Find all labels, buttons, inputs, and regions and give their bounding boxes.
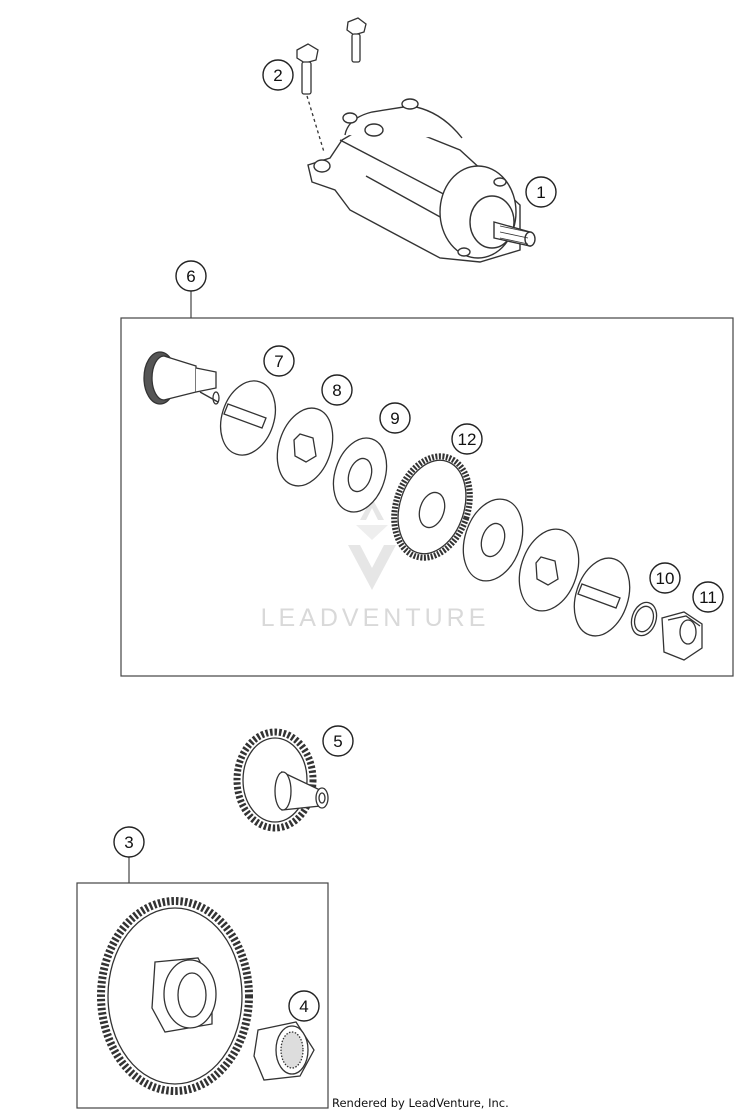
part-8-washer <box>276 407 334 487</box>
part-washer-right-1 <box>462 498 524 582</box>
part-7-washer <box>219 380 277 456</box>
svg-text:12: 12 <box>458 430 477 449</box>
part-4-needle-bearing <box>253 1021 315 1081</box>
callout-8: 8 <box>321 374 353 406</box>
svg-text:6: 6 <box>186 267 195 286</box>
callout-4: 4 <box>288 990 320 1022</box>
svg-text:1: 1 <box>536 183 545 202</box>
svg-text:4: 4 <box>299 997 308 1016</box>
callout-10: 10 <box>649 562 681 594</box>
watermark-text: LEADVENTURE <box>261 604 490 632</box>
callout-1: 1 <box>525 176 557 208</box>
svg-text:7: 7 <box>274 352 283 371</box>
callout-11: 11 <box>692 581 724 613</box>
part-6-pinion <box>143 351 220 405</box>
part-11-nut <box>661 611 703 661</box>
callout-6: 6 <box>175 260 207 292</box>
group-box-6 <box>120 317 734 677</box>
svg-text:5: 5 <box>333 732 342 751</box>
svg-text:10: 10 <box>656 569 675 588</box>
part-5-gear <box>233 728 329 832</box>
svg-text:9: 9 <box>390 409 399 428</box>
part-12-gear <box>391 453 473 561</box>
callout-3: 3 <box>113 826 145 858</box>
callout-12: 12 <box>451 423 483 455</box>
part-1-starter-motor <box>307 98 536 263</box>
part-9-washer <box>332 437 388 513</box>
svg-text:11: 11 <box>699 588 717 607</box>
part-3-large-gear <box>97 897 253 1095</box>
footer-credit: Rendered by LeadVenture, Inc. <box>332 1096 509 1110</box>
svg-text:2: 2 <box>273 66 282 85</box>
svg-text:3: 3 <box>124 833 133 852</box>
callout-2: 2 <box>262 59 294 91</box>
group-box-3 <box>76 882 329 1109</box>
part-10-ring <box>630 601 658 637</box>
callout-5: 5 <box>322 725 354 757</box>
callout-9: 9 <box>379 402 411 434</box>
svg-text:8: 8 <box>332 381 341 400</box>
part-washer-right-3 <box>573 557 631 637</box>
part-2-bolts <box>296 17 367 153</box>
part-washer-right-2 <box>518 528 580 612</box>
watermark-logo: LEADVENTURE <box>261 498 490 632</box>
callout-7: 7 <box>263 345 295 377</box>
